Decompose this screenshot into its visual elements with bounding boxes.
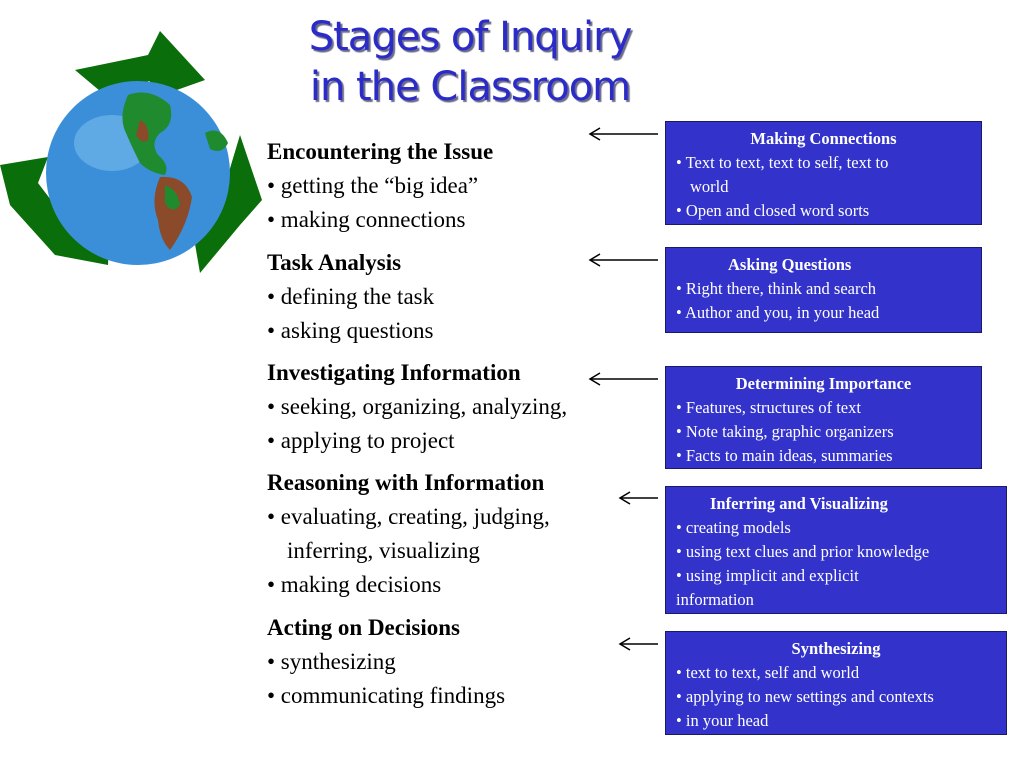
stage-item: • making connections — [267, 207, 466, 232]
stage-item: • communicating findings — [267, 683, 506, 708]
strategy-box-synthesizing: Synthesizing • text to text, self and wo… — [665, 631, 1007, 735]
left-arrow-icon — [588, 372, 658, 386]
strategy-heading: Inferring and Visualizing — [710, 494, 888, 513]
title-line-2: in the Classroom — [309, 64, 631, 110]
strategy-box-asking-questions: Asking Questions • Right there, think an… — [665, 247, 982, 333]
stage-item: • evaluating, creating, judging, — [267, 504, 550, 529]
left-arrow-icon — [618, 491, 658, 505]
left-arrow-icon — [618, 637, 658, 651]
stage-heading: Acting on Decisions — [267, 615, 460, 640]
strategy-line: information — [676, 590, 754, 609]
strategy-line: • Features, structures of text — [676, 398, 861, 417]
stage-heading: Investigating Information — [267, 360, 521, 385]
stage-item: inferring, visualizing — [287, 538, 480, 563]
stage-item: • seeking, organizing, analyzing, — [267, 394, 568, 419]
stage-heading: Reasoning with Information — [267, 470, 545, 495]
strategy-heading: Synthesizing — [791, 639, 881, 658]
stage-heading: Task Analysis — [267, 250, 402, 275]
stage-item: • getting the “big idea” — [267, 173, 479, 198]
stage-item: • applying to project — [267, 428, 455, 453]
strategy-line: • Author and you, in your head — [676, 303, 880, 322]
strategy-heading: Asking Questions — [728, 255, 852, 274]
strategy-line: • applying to new settings and contexts — [676, 687, 934, 706]
stage-heading: Encountering the Issue — [267, 139, 494, 164]
stage-reasoning-with-information: Reasoning with Information • evaluating,… — [267, 466, 550, 602]
left-arrow-icon — [588, 127, 658, 141]
strategy-line: • Text to text, text to self, text to — [676, 153, 889, 172]
left-arrow-icon — [588, 253, 658, 267]
stage-acting-on-decisions: Acting on Decisions • synthesizing • com… — [267, 611, 505, 713]
strategy-line: • Note taking, graphic organizers — [676, 422, 894, 441]
stage-encountering-the-issue: Encountering the Issue • getting the “bi… — [267, 135, 493, 237]
strategy-heading: Determining Importance — [735, 374, 912, 393]
strategy-line: • in your head — [676, 711, 769, 730]
strategy-line: • Facts to main ideas, summaries — [676, 446, 893, 465]
stage-investigating-information: Investigating Information • seeking, org… — [267, 356, 567, 458]
strategy-line: world — [690, 177, 729, 196]
strategy-line: • using text clues and prior knowledge — [676, 542, 930, 561]
strategy-heading: Making Connections — [750, 129, 897, 148]
strategy-line: • using implicit and explicit — [676, 566, 859, 585]
strategy-line: • Right there, think and search — [676, 279, 877, 298]
strategy-line: • creating models — [676, 518, 791, 537]
strategy-box-inferring-and-visualizing: Inferring and Visualizing • creating mod… — [665, 486, 1007, 614]
strategy-box-determining-importance: Determining Importance • Features, struc… — [665, 366, 982, 469]
strategy-line: • Open and closed word sorts — [676, 201, 870, 220]
stage-item: • making decisions — [267, 572, 442, 597]
stage-task-analysis: Task Analysis • defining the task • aski… — [267, 246, 434, 348]
stage-item: • synthesizing — [267, 649, 396, 674]
strategy-line: • text to text, self and world — [676, 663, 860, 682]
stage-item: • defining the task — [267, 284, 435, 309]
stage-item: • asking questions — [267, 318, 434, 343]
slide-title: Stages of Inquiry in the Classroom — [250, 12, 690, 112]
recycling-globe-icon — [0, 31, 262, 273]
strategy-box-making-connections: Making Connections • Text to text, text … — [665, 121, 982, 225]
title-line-1: Stages of Inquiry — [308, 14, 633, 60]
land-south-america — [154, 176, 192, 250]
